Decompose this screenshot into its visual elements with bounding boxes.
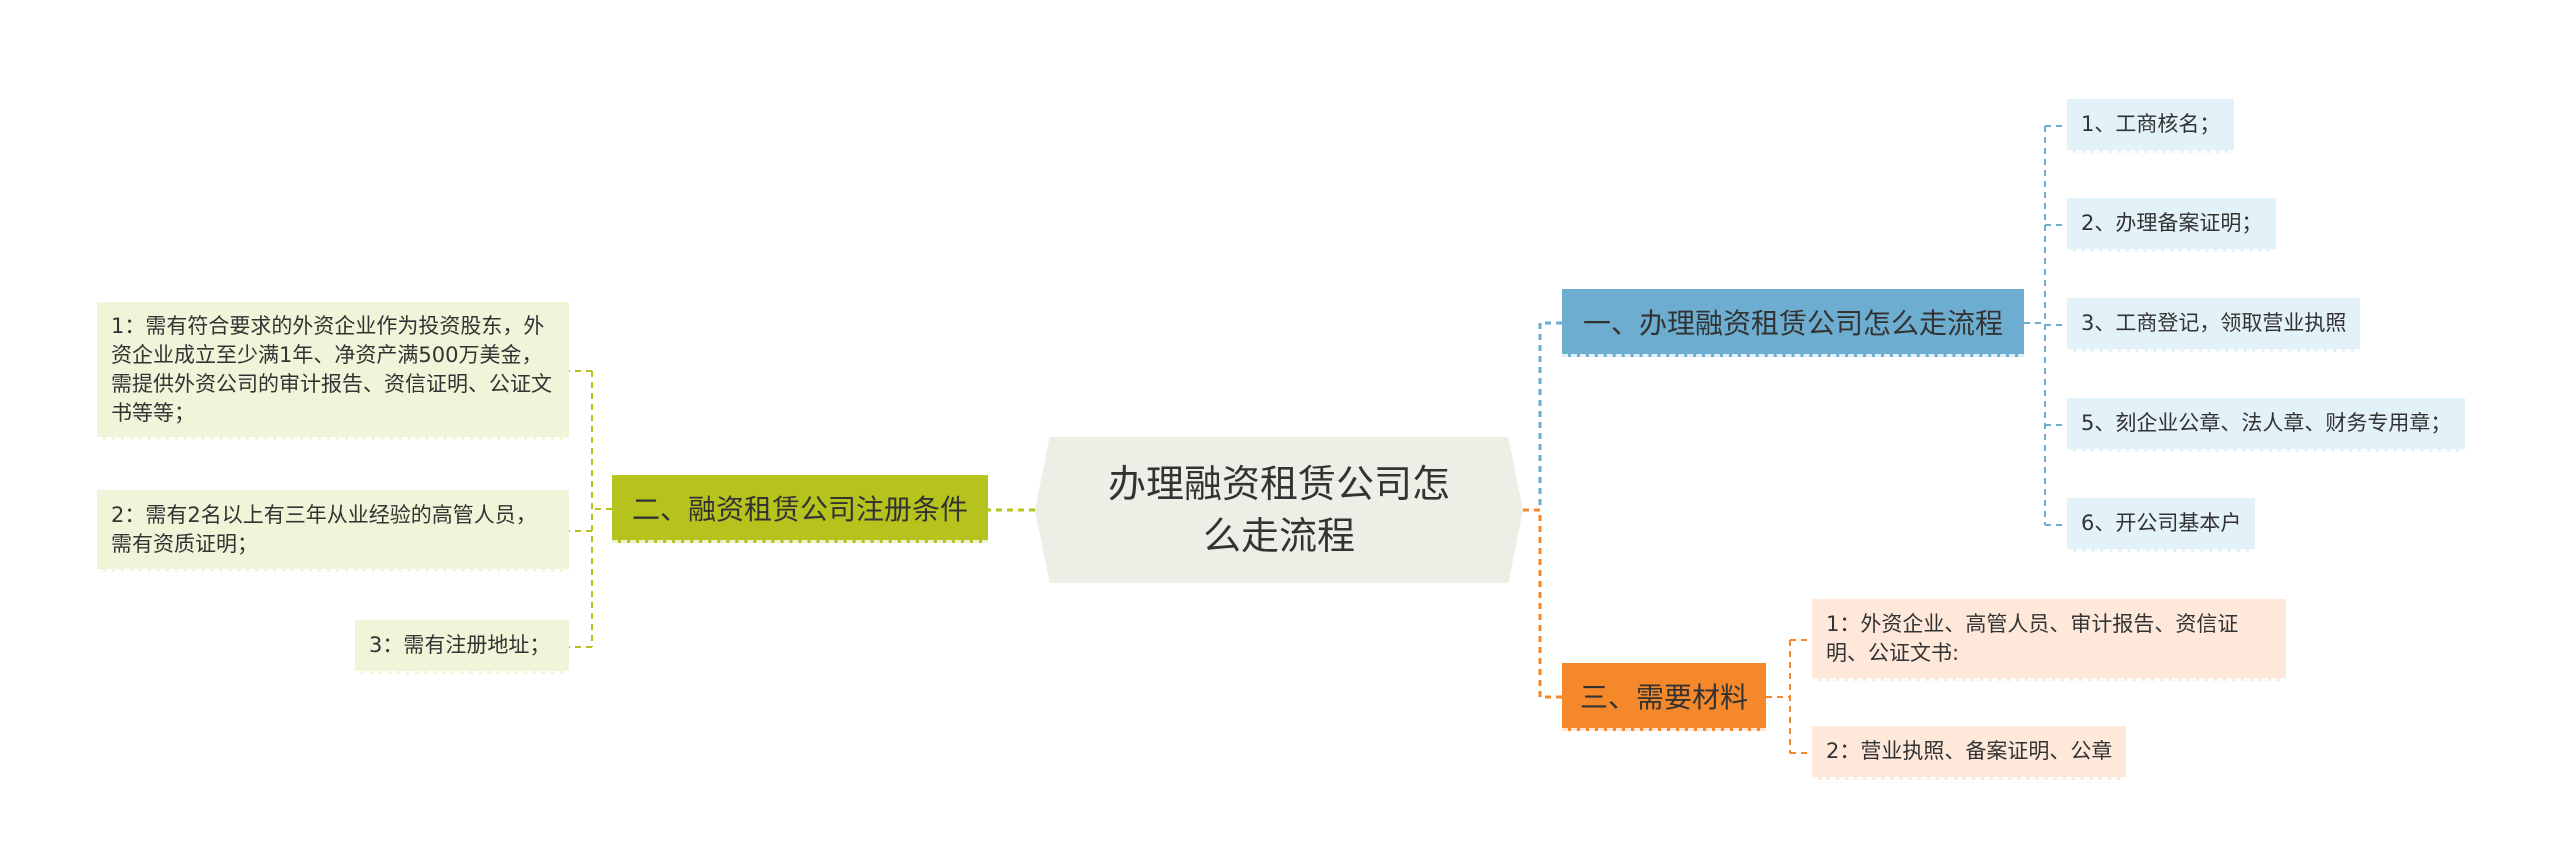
connector-b2-leaves xyxy=(569,370,612,648)
leaf-material-2[interactable]: 2：营业执照、备案证明、公章 xyxy=(1812,726,2127,780)
leaf-process-2[interactable]: 2、办理备案证明； xyxy=(2067,198,2277,252)
leaf-condition-2[interactable]: 2：需有2名以上有三年从业经验的高管人员，需有资质证明； xyxy=(97,490,569,572)
branch-conditions[interactable]: 二、融资租赁公司注册条件 xyxy=(612,475,988,543)
central-topic[interactable]: 办理融资租赁公司怎么走流程 xyxy=(1035,437,1523,583)
leaf-condition-3[interactable]: 3：需有注册地址； xyxy=(355,620,569,674)
connector-root-b1 xyxy=(1523,321,1562,512)
leaf-material-1[interactable]: 1：外资企业、高管人员、审计报告、资信证明、公证文书: xyxy=(1812,599,2286,681)
branch-materials[interactable]: 三、需要材料 xyxy=(1562,663,1766,731)
leaf-process-1[interactable]: 1、工商核名； xyxy=(2067,99,2235,153)
connector-b3-leaves xyxy=(1766,639,1812,754)
connector-b1-leaves xyxy=(2024,125,2067,526)
leaf-condition-1[interactable]: 1：需有符合要求的外资企业作为投资股东，外资企业成立至少满1年、净资产满500万… xyxy=(97,302,569,440)
leaf-process-5[interactable]: 6、开公司基本户 xyxy=(2067,498,2256,552)
leaf-process-3[interactable]: 3、工商登记，领取营业执照 xyxy=(2067,298,2361,352)
leaf-process-4[interactable]: 5、刻企业公章、法人章、财务专用章； xyxy=(2067,398,2466,452)
branch-process[interactable]: 一、办理融资租赁公司怎么走流程 xyxy=(1562,289,2024,357)
connector-root-b3 xyxy=(1523,508,1562,699)
